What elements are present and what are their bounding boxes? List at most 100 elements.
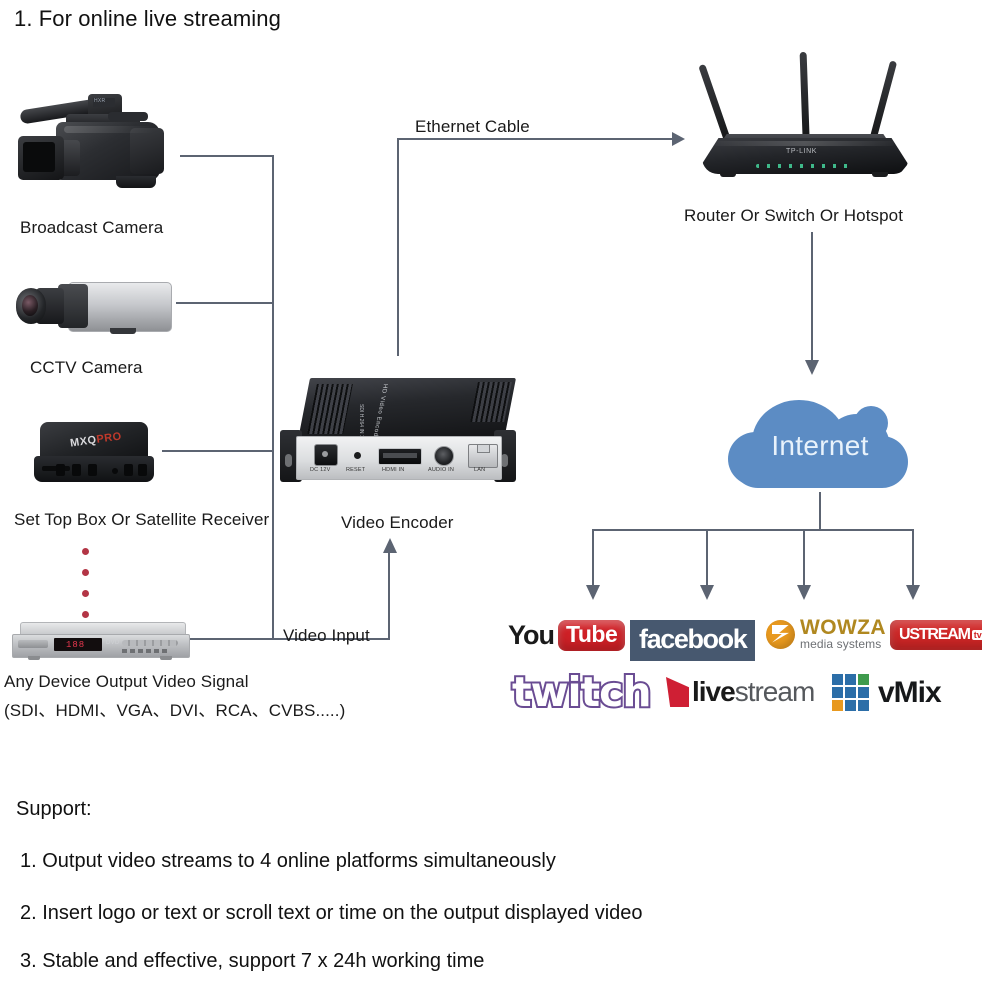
vmix-grid-icon xyxy=(832,674,869,711)
logo-youtube[interactable]: You Tube xyxy=(508,620,626,651)
camera-highlight xyxy=(64,126,154,133)
connector-left-bus xyxy=(272,155,274,640)
dvd-button-strip xyxy=(122,640,178,646)
router-label: Router Or Switch Or Hotspot xyxy=(684,206,904,225)
dvd-disc-tray xyxy=(18,640,48,648)
support-item-2: 2. Insert logo or text or scroll text or… xyxy=(20,902,643,924)
stb-port-1 xyxy=(56,464,65,476)
camera-badge: HXR xyxy=(94,98,106,104)
dvd-display-value: 188 xyxy=(66,640,86,650)
router-image: TP-LINK xyxy=(690,44,920,194)
branch-3 xyxy=(803,529,805,587)
camera-handle xyxy=(108,112,148,121)
encoder-port-label-audio: AUDIO IN xyxy=(428,467,455,473)
vmix-cell-1 xyxy=(832,674,843,685)
router-status-leds xyxy=(756,164,852,168)
any-device-image: 188 DVD xyxy=(10,622,190,666)
youtube-text-tube: Tube xyxy=(558,620,626,651)
connector-router-to-internet xyxy=(811,232,813,362)
connector-internet-drop xyxy=(819,492,821,529)
wowza-text-sub: media systems xyxy=(800,637,882,651)
stb-port-2 xyxy=(72,464,81,476)
connector-platform-bus xyxy=(592,529,914,531)
stb-port-6 xyxy=(138,464,147,476)
encoder-mount-hole-right xyxy=(501,454,508,467)
dvd-display-panel xyxy=(54,638,102,651)
cctv-camera-image xyxy=(14,270,174,350)
arrow-platform-4 xyxy=(906,585,920,600)
arrow-platform-2 xyxy=(700,585,714,600)
branch-4 xyxy=(912,529,914,587)
dvd-foot-right xyxy=(160,656,172,660)
ustream-tv-badge: tv xyxy=(971,630,982,640)
livestream-swoosh-icon xyxy=(666,677,689,707)
vmix-cell-6 xyxy=(858,687,869,698)
vmix-text: vMix xyxy=(878,675,942,709)
video-encoder-label: Video Encoder xyxy=(341,513,454,532)
dot-1 xyxy=(82,548,89,555)
vmix-cell-3 xyxy=(858,674,869,685)
encoder-audio-port xyxy=(434,446,454,466)
vmix-cell-7 xyxy=(832,700,843,711)
arrow-platform-3 xyxy=(797,585,811,600)
branch-2 xyxy=(706,529,708,587)
encoder-mount-hole-left xyxy=(285,454,292,467)
encoder-hdmi-port xyxy=(378,448,422,465)
logo-ustream[interactable]: USTREAM tv xyxy=(890,620,982,650)
connector-settopbox xyxy=(162,450,274,452)
dvd-foot-left xyxy=(28,656,40,660)
logo-facebook[interactable]: facebook xyxy=(630,620,756,661)
cloud-lobe-small xyxy=(854,406,888,440)
any-device-label-line2: (SDI、HDMI、VGA、DVI、RCA、CVBS.....) xyxy=(4,701,346,720)
ethernet-riser xyxy=(397,138,399,356)
video-input-label: Video Input xyxy=(283,626,370,645)
livestream-text-stream: stream xyxy=(734,676,816,707)
broadcast-camera-image: HXR xyxy=(12,88,180,198)
wowza-text-main: WOWZA xyxy=(800,616,886,639)
logo-wowza[interactable]: WOWZA media systems xyxy=(766,617,886,651)
twitch-text: twitch xyxy=(510,666,654,718)
internet-cloud: Internet xyxy=(728,392,912,492)
stb-port-3 xyxy=(88,464,97,476)
video-encoder-image: HD Video Encoder SDI H.264 IN 1080P DC 1… xyxy=(280,374,522,504)
livestream-text-live: live xyxy=(692,676,736,707)
camera-lens-opening xyxy=(23,142,55,172)
encoder-port-label-lan: LAN xyxy=(474,467,486,473)
wowza-icon xyxy=(766,619,795,649)
page-title: 1. For online live streaming xyxy=(14,6,281,31)
dvd-format-logo: DVD xyxy=(106,640,120,646)
encoder-lan-port xyxy=(468,444,498,468)
encoder-dc-pin xyxy=(322,451,328,457)
router-body xyxy=(702,138,908,174)
any-device-label-line1: Any Device Output Video Signal xyxy=(4,672,249,691)
camera-viewfinder-screen xyxy=(93,98,115,107)
cctv-mount xyxy=(110,328,136,334)
logo-livestream[interactable]: live stream xyxy=(666,676,816,708)
encoder-reset-button[interactable] xyxy=(354,452,361,459)
arrow-into-encoder xyxy=(383,538,397,553)
set-top-box-image: MXQPRO xyxy=(30,420,160,492)
logo-twitch[interactable]: twitch xyxy=(510,666,654,718)
youtube-text-you: You xyxy=(508,620,555,650)
connector-cctv xyxy=(176,302,274,304)
cctv-lens-glass xyxy=(22,295,38,316)
router-brand-text: TP-LINK xyxy=(786,148,818,155)
dvd-button-strip-2 xyxy=(122,649,168,653)
set-top-box-label: Set Top Box Or Satellite Receiver xyxy=(14,510,270,529)
encoder-port-label-hdmi: HDMI IN xyxy=(382,467,405,473)
connector-anydevice xyxy=(176,638,274,640)
dot-3 xyxy=(82,590,89,597)
ethernet-cable-label: Ethernet Cable xyxy=(415,117,530,136)
vmix-cell-2 xyxy=(845,674,856,685)
support-heading: Support: xyxy=(16,798,92,820)
arrow-to-internet xyxy=(805,360,819,375)
broadcast-camera-label: Broadcast Camera xyxy=(20,218,164,237)
vmix-cell-4 xyxy=(832,687,843,698)
internet-label: Internet xyxy=(771,430,869,461)
logo-vmix[interactable]: vMix xyxy=(832,674,942,711)
dot-4 xyxy=(82,611,89,618)
camera-rear-body xyxy=(130,128,164,174)
connector-camcorder xyxy=(180,155,274,157)
facebook-text: facebook xyxy=(639,624,748,654)
router-gloss xyxy=(714,141,894,146)
